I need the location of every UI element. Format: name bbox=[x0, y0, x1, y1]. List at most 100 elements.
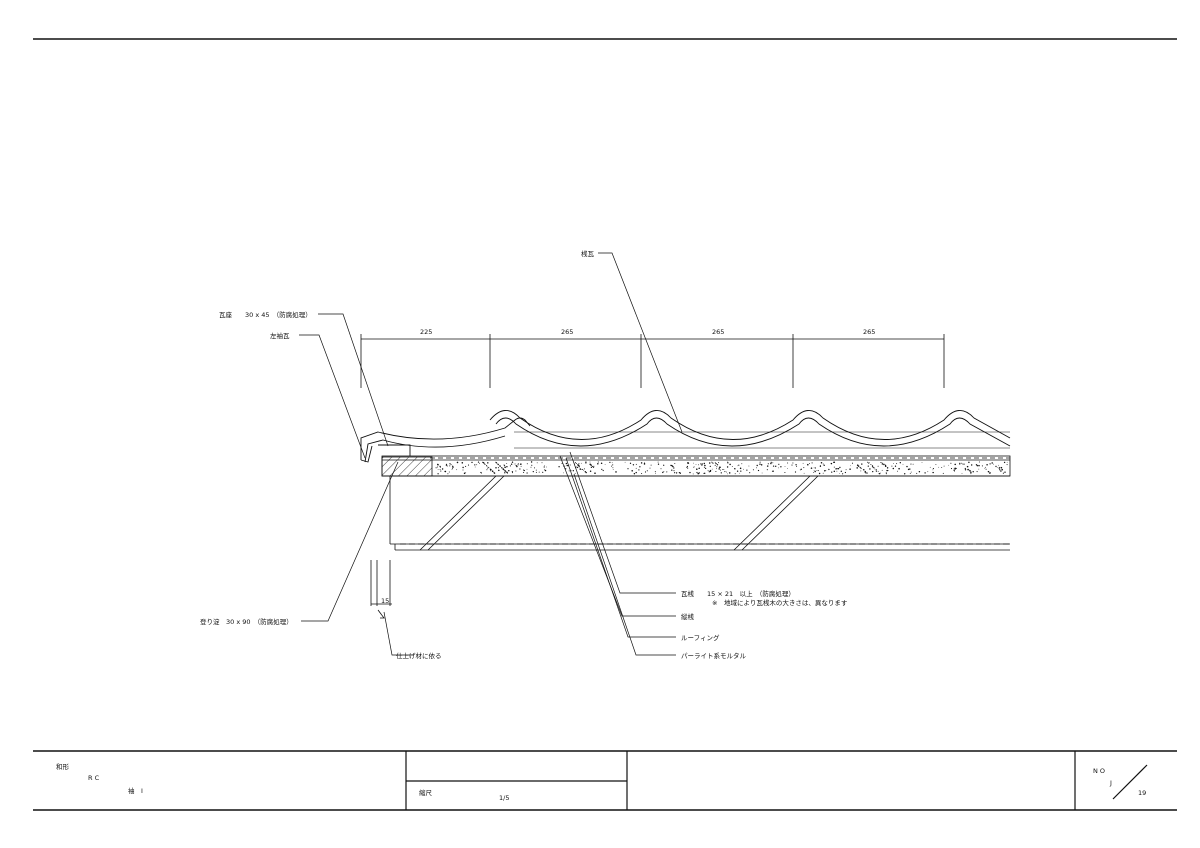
mortar-dot bbox=[963, 463, 965, 465]
mortar-dot bbox=[734, 468, 736, 470]
label-hidarisodegawara: 左袖瓦 bbox=[270, 331, 290, 340]
mortar-dot bbox=[757, 469, 760, 472]
mortar-dot bbox=[881, 463, 884, 465]
mortar-dot bbox=[780, 466, 782, 468]
mortar-dot bbox=[909, 468, 911, 470]
mortar-dot bbox=[546, 466, 547, 468]
label-mortar: パーライト系モルタル bbox=[681, 651, 747, 660]
mortar-dot bbox=[767, 463, 769, 465]
mortar-dot bbox=[700, 463, 702, 465]
mortar-dot bbox=[816, 470, 818, 471]
mortar-dot bbox=[679, 472, 681, 475]
mortar-dot bbox=[541, 462, 543, 464]
mortar-dot bbox=[737, 465, 739, 467]
mortar-dot bbox=[526, 472, 528, 474]
mortar-dot bbox=[954, 471, 955, 472]
mortar-dot bbox=[741, 463, 743, 465]
mortar-dot bbox=[698, 464, 699, 466]
mortar-dot bbox=[822, 472, 824, 474]
mortar-dot bbox=[942, 472, 944, 474]
mortar-dot bbox=[646, 470, 648, 472]
mortar-dot bbox=[578, 464, 580, 467]
mortar-dot bbox=[701, 463, 703, 465]
mortar-dot bbox=[436, 466, 438, 468]
mortar-dot bbox=[564, 465, 566, 467]
mortar-dot bbox=[692, 473, 694, 475]
mortar-dot bbox=[532, 470, 534, 473]
mortar-dot bbox=[886, 467, 889, 469]
mortar-dot bbox=[533, 467, 536, 469]
mortar-dot bbox=[886, 473, 887, 475]
mortar-dot bbox=[833, 466, 835, 468]
mortar-dot bbox=[850, 465, 851, 467]
mortar-dot bbox=[759, 463, 761, 465]
mortar-dot bbox=[943, 465, 945, 467]
mortar-dot bbox=[739, 472, 741, 474]
mortar-dot bbox=[800, 468, 802, 470]
mortar-dot bbox=[660, 468, 662, 470]
mortar-dot bbox=[927, 471, 929, 473]
mortar-dot bbox=[474, 466, 476, 468]
mortar-dot bbox=[897, 470, 898, 472]
mortar-dot bbox=[833, 470, 836, 473]
mortar-dot bbox=[629, 462, 632, 464]
mortar-dot bbox=[526, 468, 528, 470]
mortar-dot bbox=[976, 465, 979, 467]
mortar-dot bbox=[570, 470, 572, 472]
mortar-dot bbox=[671, 469, 673, 471]
mortar-dot bbox=[602, 469, 604, 472]
mortar-dot bbox=[893, 463, 894, 464]
sheet-no-number: 19 bbox=[1138, 789, 1146, 797]
mortar-dot bbox=[861, 463, 863, 465]
mortar-dot bbox=[584, 471, 586, 473]
mortar-dot bbox=[839, 473, 841, 475]
mortar-dot bbox=[966, 465, 969, 468]
mortar-dot bbox=[748, 465, 750, 467]
mortar-dot bbox=[871, 465, 873, 466]
mortar-dot bbox=[761, 472, 763, 474]
mortar-dot bbox=[984, 466, 986, 468]
mortar-dot bbox=[715, 470, 717, 473]
mortar-dot bbox=[589, 461, 591, 463]
title-line-2: R C bbox=[88, 774, 100, 782]
mortar-dot bbox=[989, 463, 991, 465]
mortar-dot bbox=[585, 471, 587, 474]
mortar-dot bbox=[485, 465, 488, 467]
mortar-dot bbox=[959, 463, 961, 465]
mortar-dot bbox=[935, 464, 937, 466]
mortar-dot bbox=[641, 472, 643, 475]
mortar-dot bbox=[835, 468, 837, 470]
mortar-dot bbox=[517, 463, 519, 465]
mortar-dot bbox=[803, 472, 805, 474]
mortar-dot bbox=[463, 472, 466, 475]
mortar-dot bbox=[814, 467, 816, 469]
mortar-dot bbox=[708, 462, 711, 464]
mortar-dot bbox=[490, 470, 491, 472]
mortar-dot bbox=[572, 470, 574, 472]
mortar-dot bbox=[456, 461, 459, 464]
mortar-dot bbox=[515, 464, 517, 467]
mortar-dot bbox=[640, 462, 643, 464]
mortar-dot bbox=[964, 469, 967, 471]
mortar-dot bbox=[707, 470, 709, 472]
finish-gap-dim bbox=[370, 560, 392, 619]
dim-label-265c: 265 bbox=[863, 328, 875, 336]
mortar-dot bbox=[978, 468, 980, 470]
mortar-dot bbox=[530, 461, 533, 463]
sheet-no-letter: J bbox=[1109, 779, 1112, 787]
mortar-dot bbox=[566, 465, 568, 467]
mortar-dot bbox=[1000, 466, 1003, 469]
mortar-dot bbox=[506, 465, 508, 468]
mortar-dot bbox=[836, 470, 838, 472]
mortar-dot bbox=[961, 462, 963, 464]
mortar-dot bbox=[686, 465, 688, 468]
mortar-dot bbox=[544, 465, 546, 467]
mortar-dot bbox=[635, 467, 637, 469]
mortar-dot bbox=[954, 463, 956, 466]
mortar-dot bbox=[701, 464, 703, 466]
mortar-dot bbox=[715, 463, 717, 465]
roof-section-drawing bbox=[299, 252, 1011, 656]
mortar-dot bbox=[590, 466, 593, 468]
mortar-dot bbox=[837, 467, 840, 470]
mortar-dot bbox=[449, 465, 451, 467]
